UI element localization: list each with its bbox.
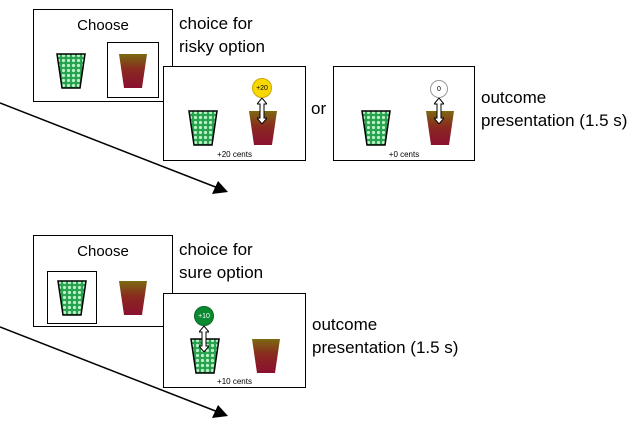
caption-sure-choice: choice for sure option — [179, 240, 264, 282]
choose-label: Choose — [77, 243, 129, 260]
selection-frame — [47, 271, 97, 324]
selection-frame — [107, 42, 159, 98]
choose-label: Choose — [77, 17, 129, 34]
caption-outcome-sure: outcome presentation (1.5 s) — [312, 315, 459, 357]
outcome-panel-risky-win: +20 +20 cents — [163, 66, 306, 161]
double-arrow-icon — [257, 98, 267, 124]
risky-cup — [118, 53, 148, 89]
sure-cup — [56, 53, 86, 89]
sure-cup — [361, 110, 391, 146]
or-label: or — [311, 99, 327, 118]
outcome-panel-sure: +10 +10 cents — [163, 293, 306, 388]
flow-arrowhead-risky — [212, 181, 228, 194]
outcome-panel-risky-zero: 0 +0 cents — [333, 66, 475, 161]
risky-cup — [118, 280, 148, 316]
choice-panel-risky: Choose — [33, 9, 173, 102]
caption-outcome-risky: outcome presentation (1.5 s) — [481, 88, 628, 130]
earnings-label: +20 cents — [217, 150, 252, 159]
risky-cup — [251, 338, 281, 374]
earnings-label: +10 cents — [217, 377, 252, 386]
coin-icon: +20 — [252, 78, 272, 98]
double-arrow-icon — [199, 326, 209, 352]
flow-arrow-risky — [0, 102, 219, 189]
choice-panel-sure: Choose — [33, 235, 173, 327]
coin-icon: +10 — [194, 306, 214, 326]
caption-risky-choice: choice for risky option — [179, 14, 265, 56]
coin-icon: 0 — [430, 80, 448, 98]
flow-arrow-sure — [0, 326, 219, 413]
flow-arrowhead-sure — [212, 405, 228, 418]
earnings-label: +0 cents — [388, 150, 420, 159]
sure-cup — [188, 110, 218, 146]
sure-cup — [57, 280, 87, 316]
double-arrow-icon — [434, 98, 444, 124]
